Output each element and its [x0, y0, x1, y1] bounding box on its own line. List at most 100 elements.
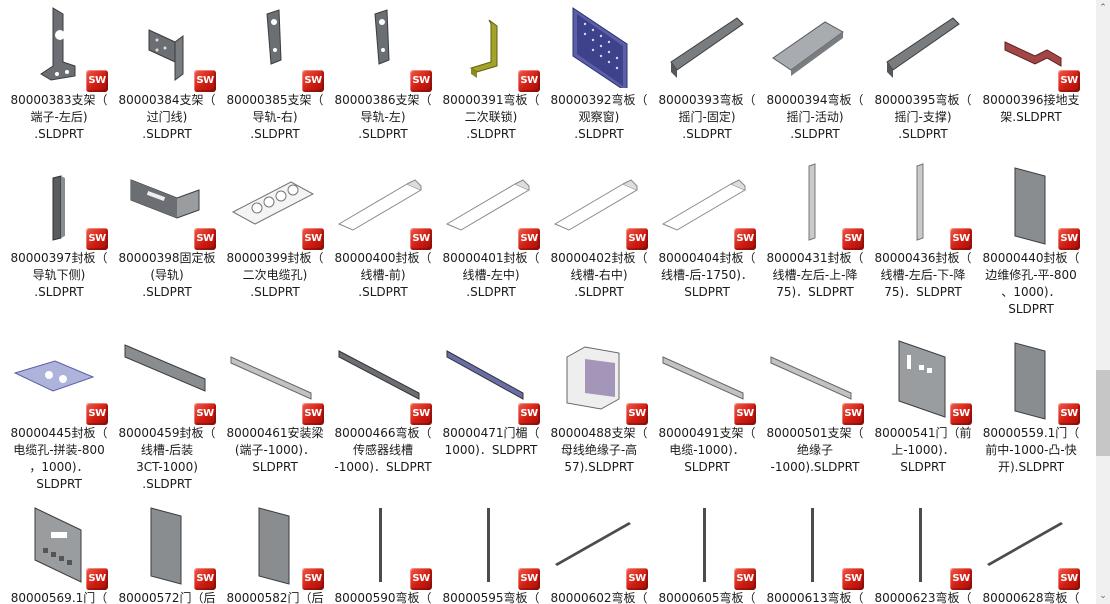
file-name-label: 80000440封板（ 边维修孔-平-800 、1000)． SLDPRT: [982, 251, 1080, 316]
solidworks-badge-icon: SW: [194, 403, 216, 425]
solidworks-badge-icon: SW: [302, 70, 324, 92]
file-name-label: 80000400封板（ 线槽-前) .SLDPRT: [334, 251, 432, 299]
file-thumbnail: SW: [5, 498, 113, 590]
file-thumbnail: SW: [5, 0, 113, 92]
solidworks-badge-icon: SW: [842, 403, 864, 425]
file-name-label: 80000471门楣（ 1000)．SLDPRT: [442, 426, 540, 457]
file-thumbnail: SW: [653, 333, 761, 425]
file-thumbnail: SW: [437, 333, 545, 425]
file-thumbnail: SW: [761, 498, 869, 590]
solidworks-badge-icon: SW: [1058, 228, 1080, 250]
file-thumbnail: SW: [869, 333, 977, 425]
file-item[interactable]: 80000392弯板（ 观察窗) .SLDPRT: [545, 0, 653, 143]
solidworks-badge-icon: SW: [1058, 568, 1080, 590]
solidworks-badge-icon: SW: [1058, 70, 1080, 92]
file-name-label: 80000399封板（ 二次电缆孔) .SLDPRT: [226, 251, 324, 299]
file-name-label: 80000436封板（ 线槽-左后-下-降 75)．SLDPRT: [874, 251, 972, 299]
solidworks-badge-icon: SW: [86, 228, 108, 250]
scrollbar-thumb[interactable]: [1096, 370, 1110, 456]
solidworks-badge-icon: SW: [950, 403, 972, 425]
solidworks-badge-icon: SW: [410, 568, 432, 590]
solidworks-badge-icon: SW: [194, 228, 216, 250]
solidworks-badge-icon: SW: [194, 70, 216, 92]
file-name-label: 80000393弯板（ 摇门-固定) .SLDPRT: [658, 93, 756, 141]
file-thumbnail: SW: [329, 158, 437, 250]
file-thumbnail: SW: [221, 333, 329, 425]
file-thumbnail: [653, 0, 761, 88]
file-name-label: 80000394弯板（ 摇门-活动) .SLDPRT: [766, 93, 864, 141]
file-thumbnail: SW: [545, 498, 653, 590]
solidworks-badge-icon: SW: [518, 228, 540, 250]
file-name-label: 80000461安装梁 (端子-1000)． SLDPRT: [226, 426, 324, 474]
file-name-label: 80000605弯板（: [658, 591, 756, 604]
file-thumbnail: [869, 0, 977, 88]
file-thumbnail: SW: [221, 0, 329, 92]
file-thumbnail: SW: [329, 498, 437, 590]
file-item[interactable]: 80000394弯板（ 摇门-活动) .SLDPRT: [761, 0, 869, 143]
file-thumbnail: [761, 0, 869, 88]
file-name-label: 80000384支架（ 过门线) .SLDPRT: [118, 93, 216, 141]
solidworks-badge-icon: SW: [950, 568, 972, 590]
file-name-label: 80000398固定板 (导轨) .SLDPRT: [118, 251, 216, 299]
scroll-up-arrow-icon[interactable]: ⌃: [1099, 3, 1107, 13]
file-thumbnail: SW: [977, 0, 1085, 92]
solidworks-badge-icon: SW: [626, 228, 648, 250]
solidworks-badge-icon: SW: [734, 228, 756, 250]
file-thumbnail: SW: [437, 158, 545, 250]
file-thumbnail: SW: [869, 498, 977, 590]
file-thumbnail: SW: [113, 158, 221, 250]
vertical-scrollbar[interactable]: ⌃ ⌄: [1096, 0, 1110, 604]
file-thumbnail: SW: [653, 158, 761, 250]
scroll-down-arrow-icon[interactable]: ⌄: [1099, 591, 1107, 601]
solidworks-badge-icon: SW: [626, 403, 648, 425]
solidworks-badge-icon: SW: [302, 568, 324, 590]
file-item[interactable]: 80000395弯板（ 摇门-支撑) .SLDPRT: [869, 0, 977, 143]
file-name-label: 80000466弯板（ 传感器线槽 -1000)．SLDPRT: [334, 426, 432, 474]
file-item[interactable]: 80000393弯板（ 摇门-固定) .SLDPRT: [653, 0, 761, 143]
file-name-label: 80000401封板（ 线槽-左中) .SLDPRT: [442, 251, 540, 299]
solidworks-badge-icon: SW: [194, 568, 216, 590]
file-thumbnail: SW: [437, 0, 545, 92]
file-name-label: 80000392弯板（ 观察窗) .SLDPRT: [550, 93, 648, 141]
solidworks-badge-icon: SW: [842, 228, 864, 250]
solidworks-badge-icon: SW: [518, 403, 540, 425]
file-name-label: 80000402封板（ 线槽-右中) .SLDPRT: [550, 251, 648, 299]
file-thumbnail: SW: [221, 158, 329, 250]
